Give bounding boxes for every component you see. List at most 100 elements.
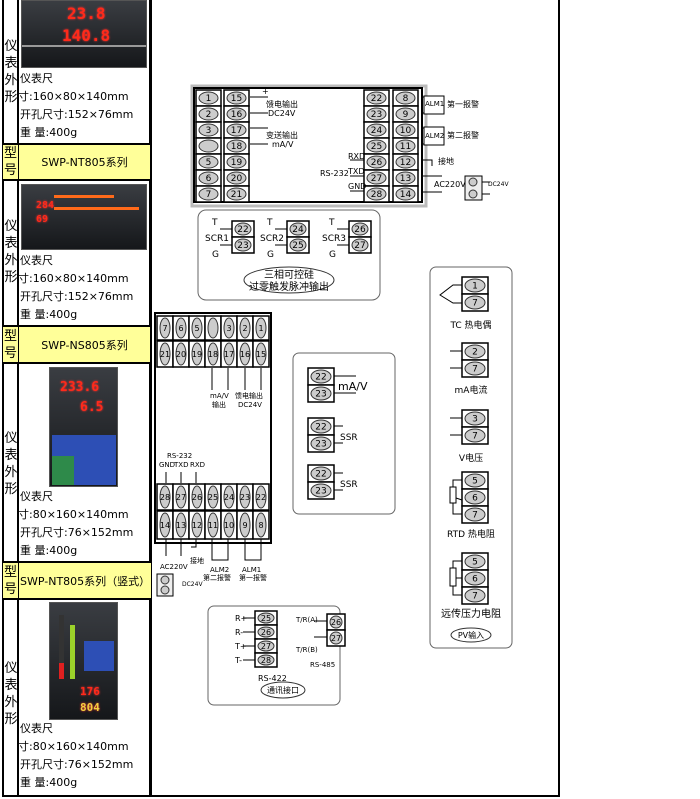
terminal-number: 26	[371, 158, 383, 168]
rs422-pin-label: T-	[234, 656, 242, 665]
ma-v-label: mA/V	[272, 140, 294, 149]
terminal-number: 2	[472, 348, 478, 358]
terminal: 23	[231, 236, 255, 254]
side-label-appearance: 仪表外形	[4, 661, 18, 727]
dc24v-label: DC24V	[238, 401, 262, 409]
terminal: 22	[363, 89, 390, 107]
terminal-number: 5	[194, 324, 199, 333]
terminal: 3	[220, 315, 238, 341]
spec-size: 仪表尺	[20, 72, 53, 85]
ssr-label: SSR	[340, 480, 358, 490]
model-side-label: 型号	[3, 145, 18, 179]
terminal: 7	[461, 426, 489, 445]
spec-size-value: 寸:80×160×140mm	[18, 740, 129, 753]
terminal-number: 19	[192, 350, 202, 359]
terminal-number: 23	[315, 440, 326, 450]
terminal-number: 6	[472, 575, 478, 585]
spec-size-value: 寸:80×160×140mm	[18, 508, 129, 521]
terminal: 13	[172, 510, 190, 540]
horizontal-wiring-diagram: 1235671516171819202122232425262728891011…	[190, 84, 509, 208]
terminal: 15	[252, 340, 270, 368]
terminal-number: 2	[206, 110, 212, 120]
terminal-number: 26	[331, 618, 341, 627]
terminal: 14	[156, 510, 174, 540]
scr-title-line2: 过零触发脉冲输出	[249, 280, 329, 293]
terminal-number: 7	[206, 190, 212, 200]
terminal-number: 17	[231, 126, 242, 136]
ground-label: 接地	[190, 556, 204, 565]
terminal: 28	[254, 652, 278, 668]
terminal: 7	[195, 185, 222, 203]
v-label: V电压	[459, 452, 483, 464]
terminal-number: 9	[242, 521, 247, 530]
terminal: 28	[156, 483, 174, 511]
terminal: 18	[223, 137, 250, 155]
terminal-number: 27	[331, 634, 341, 643]
terminal: 8	[392, 89, 419, 107]
scr-name: SCR3	[322, 234, 346, 244]
terminal-number: 27	[371, 174, 382, 184]
display-sv: 804	[80, 701, 100, 714]
tc-label: TC 热电偶	[449, 319, 491, 331]
terminal-number: 22	[237, 225, 248, 235]
spec-weight: 重 量:400g	[20, 308, 78, 321]
terminal-number: 23	[315, 390, 326, 400]
terminal: 12	[188, 510, 206, 540]
terminal: 9	[236, 510, 254, 540]
spec-size: 仪表尺	[20, 722, 53, 735]
terminal: 6	[461, 488, 489, 507]
ma-label: mA电流	[455, 384, 488, 396]
terminal: 18	[204, 340, 222, 368]
terminal: 27	[326, 629, 346, 647]
rs422-pin-label: R+	[235, 614, 247, 623]
alm1-label: ALM1	[425, 100, 444, 108]
terminal: 11	[204, 510, 222, 540]
terminal-number: 13	[176, 521, 186, 530]
model-name: SWP-NT805系列（竖式）	[19, 563, 151, 598]
scr-g-label: G	[267, 250, 274, 260]
side-label-appearance: 仪表外形	[4, 431, 18, 497]
terminal: 27	[254, 638, 278, 654]
terminal-number: 15	[231, 94, 242, 104]
rs422-pin-label: T+	[234, 642, 247, 651]
display-pv: 176	[80, 685, 100, 698]
rs485-label: RS-485	[310, 661, 335, 669]
model-name: SWP-NT805系列	[19, 145, 150, 179]
terminal-number: 20	[176, 350, 186, 359]
rs232-label: RS-232	[167, 452, 192, 460]
spec-size: 仪表尺	[20, 490, 53, 503]
spec-cutout: 开孔尺寸:76×152mm	[20, 758, 134, 771]
ac220v-label: AC220V	[434, 180, 466, 189]
terminal-number: 9	[403, 110, 409, 120]
terminal-number: 17	[224, 350, 234, 359]
model-side-label: 型号	[3, 327, 18, 362]
spec-weight: 重 量:400g	[20, 776, 78, 789]
terminal-number: 27	[176, 493, 186, 502]
terminal: 23	[236, 483, 254, 511]
terminal-number: 28	[371, 190, 383, 200]
terminal: 24	[363, 121, 390, 139]
display-sv: 140.8	[62, 26, 111, 45]
terminal-number: 7	[472, 592, 478, 602]
rs422-label: RS-422	[258, 674, 287, 683]
spec-block: 仪表尺 寸:160×80×140mm 开孔尺寸:152×76mm 重 量:400…	[18, 252, 150, 324]
terminal: 22	[252, 483, 270, 511]
remote-resistance-label: 远传压力电阻	[441, 607, 501, 620]
terminal-number: 6	[178, 324, 183, 333]
terminal-number: 14	[400, 190, 412, 200]
instrument-photo-nt805-vertical: 233.6 6.5	[49, 367, 118, 487]
display-sv: 6.5	[80, 400, 104, 415]
terminal: 21	[223, 185, 250, 203]
ma-v-label: mA/V	[338, 380, 368, 393]
tra-label: T/R(A)	[295, 616, 318, 624]
terminal: 13	[392, 169, 419, 187]
output-label: 输出	[212, 400, 226, 409]
terminal: 19	[223, 153, 250, 171]
terminal: 7	[461, 293, 489, 312]
terminal-number: 18	[231, 142, 243, 152]
terminal: 8	[252, 510, 270, 540]
terminal: 26	[348, 220, 372, 238]
terminal: 23	[307, 434, 335, 453]
